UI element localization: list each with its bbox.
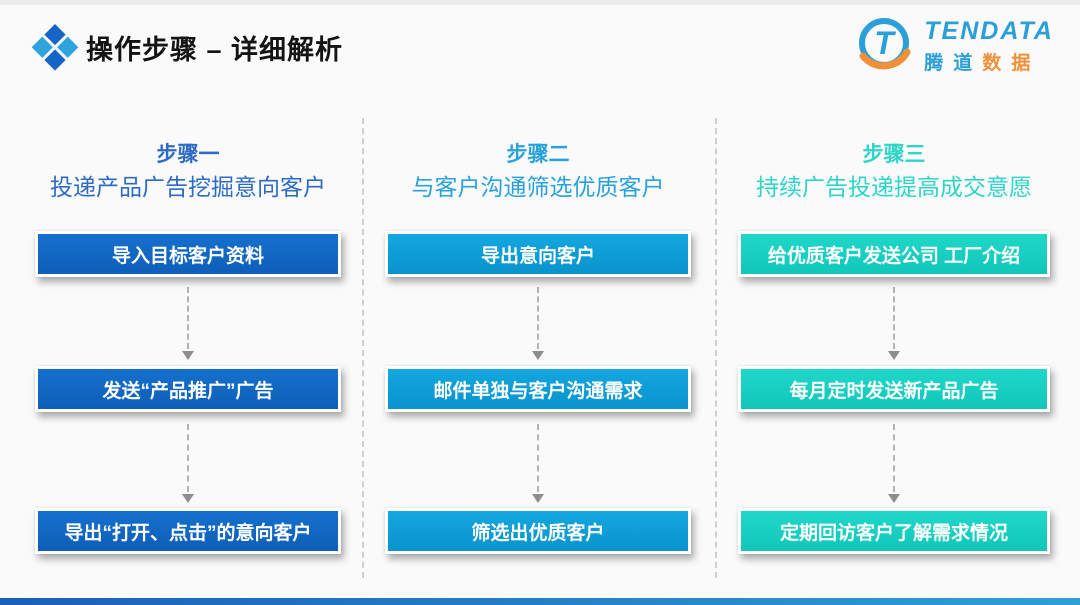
- down-arrow-icon: [182, 424, 194, 503]
- step-2-label: 步骤二: [506, 143, 570, 166]
- flow-box: 导入目标客户资料: [35, 231, 341, 277]
- svg-text:T: T: [874, 25, 896, 61]
- footer-accent-bar: [0, 598, 1080, 605]
- tendata-logo-text: TENDATA 腾道数据: [924, 17, 1054, 75]
- window-top-edge: [0, 0, 1080, 5]
- step-column-2: 步骤二 与客户沟通筛选优质客户 导出意向客户 邮件单独与客户沟通需求 筛选出优质…: [385, 130, 691, 570]
- step-column-1: 步骤一 投递产品广告挖掘意向客户 导入目标客户资料 发送“产品推广”广告 导出“…: [35, 130, 341, 570]
- flow-box: 筛选出优质客户: [385, 508, 691, 554]
- column-divider: [362, 118, 364, 578]
- down-arrow-icon: [532, 424, 544, 503]
- step-1-subtitle: 投递产品广告挖掘意向客户: [50, 174, 326, 200]
- flow-box: 导出意向客户: [385, 231, 691, 277]
- step-column-3: 步骤三 持续广告投递提高成交意愿 给优质客户发送公司 工厂介绍 每月定时发送新产…: [738, 130, 1050, 570]
- tendata-logo: T TENDATA 腾道数据: [852, 14, 1054, 78]
- flow-box: 定期回访客户了解需求情况: [738, 508, 1050, 554]
- tendata-logo-icon: T: [859, 18, 911, 70]
- page-title: 操作步骤 – 详细解析: [86, 35, 344, 65]
- flow-box: 给优质客户发送公司 工厂介绍: [738, 231, 1050, 277]
- down-arrow-icon: [888, 424, 900, 503]
- down-arrow-icon: [888, 287, 900, 360]
- down-arrow-icon: [182, 287, 194, 360]
- step-2-subtitle: 与客户沟通筛选优质客户: [411, 174, 665, 200]
- column-divider: [715, 118, 717, 578]
- diamond-bullet-icon: [31, 23, 79, 71]
- brand-name-chinese: 腾道数据: [924, 53, 1041, 74]
- slide-header: 操作步骤 – 详细解析: [31, 23, 344, 71]
- flow-box: 发送“产品推广”广告: [35, 366, 341, 412]
- step-3-label: 步骤三: [862, 143, 926, 166]
- step-3-subtitle: 持续广告投递提高成交意愿: [756, 174, 1032, 200]
- down-arrow-icon: [532, 287, 544, 360]
- brand-name: TENDATA: [924, 17, 1054, 45]
- flow-box: 导出“打开、点击”的意向客户: [35, 508, 341, 554]
- flow-box: 每月定时发送新产品广告: [738, 366, 1050, 412]
- step-1-label: 步骤一: [156, 143, 220, 166]
- flow-box: 邮件单独与客户沟通需求: [385, 366, 691, 412]
